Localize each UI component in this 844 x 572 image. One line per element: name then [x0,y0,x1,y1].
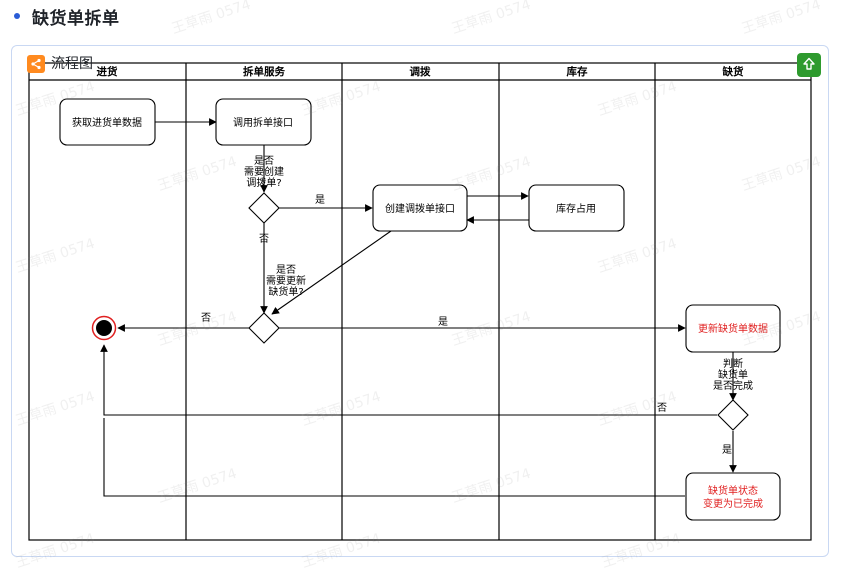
flowchart-icon [30,55,42,74]
d1-label-line2: 需要创建 [244,165,284,178]
node-create-transfer-api[interactable] [372,184,468,232]
node-update-shortage[interactable] [685,304,781,353]
decision-need-transfer[interactable] [248,192,280,224]
swimlane-frame [28,62,812,541]
decision-need-update[interactable] [248,312,280,344]
node-update-shortage-label: 更新缺货单数据 [698,322,768,335]
node-fetch-label: 获取进货单数据 [72,116,142,129]
bullet-dot [14,13,20,19]
arrow-up-icon [802,56,816,75]
node-stock-reserve[interactable] [528,184,625,232]
lane-header-inventory: 库存 [567,65,588,78]
edge-label-d2-yes: 是 [438,316,448,328]
node-call-split-label: 调用拆单接口 [233,116,293,129]
node-status-done-line2: 变更为已完成 [703,497,763,510]
edge-label-d1-yes: 是 [315,194,325,206]
edge-d3-no [100,344,717,416]
edge-label-d3-yes: 是 [722,444,732,456]
d2-label-line2: 需要更新 [266,274,306,287]
section-heading: 缺货单拆单 [14,6,120,29]
edge-done-to-end [103,418,685,497]
node-create-transfer-label: 创建调拨单接口 [385,202,455,215]
node-call-split-api[interactable] [215,98,312,146]
d1-label-line3: 调拨单? [246,176,281,189]
edge-label-d1-no: 否 [259,233,269,245]
d3-label-line2: 缺货单 [718,368,748,381]
scroll-up-button[interactable] [797,53,821,77]
lane-header-shortage: 缺货 [722,65,744,78]
node-status-done[interactable] [685,472,781,521]
node-stock-reserve-label: 库存占用 [556,202,596,215]
node-status-done-line1: 缺货单状态 [708,484,758,497]
d2-label-line3: 缺货单? [268,285,303,298]
d2-label-line1: 是否 [276,264,296,276]
lane-header-split-service: 拆单服务 [243,65,285,78]
lane-header-stock-in: 进货 [97,65,118,78]
flowchart-badge [27,55,45,73]
d3-label-line3: 是否完成 [713,379,753,392]
node-fetch-stock-in[interactable] [59,98,156,146]
section-title: 缺货单拆单 [32,8,120,29]
lane-header-transfer: 调拨 [410,65,431,78]
d3-label-line1: 判断 [723,357,743,370]
d1-label-line1: 是否 [254,155,274,167]
decision-is-complete[interactable] [717,399,749,431]
edge-transfer-to-d2 [271,230,392,315]
edge-label-d2-no: 否 [201,312,211,324]
edge-label-d3-no: 否 [657,402,667,414]
panel-title: 流程图 [51,56,93,72]
end-node [91,315,117,341]
